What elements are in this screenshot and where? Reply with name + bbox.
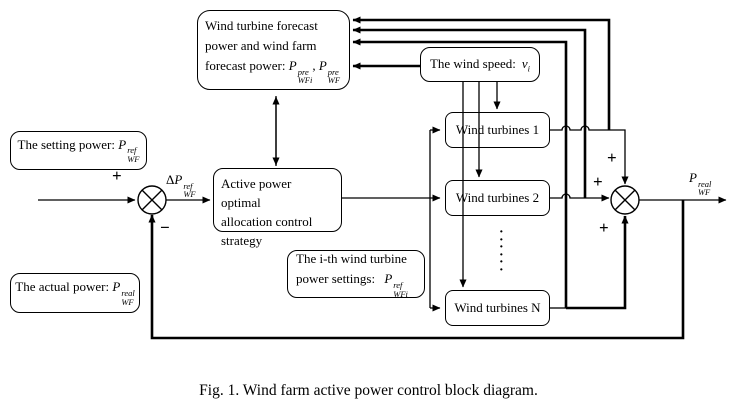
plus-sign-right-mid: + (593, 172, 603, 191)
wind-speed-box: The wind speed:vi (420, 47, 540, 82)
forecast-power-box: Wind turbine forecast power and wind far… (197, 10, 350, 90)
plus-sign-left-junction: + (112, 166, 122, 185)
wind-turbines-1-box: Wind turbines 1 (445, 112, 550, 148)
actual-power-label: The actual power: (15, 279, 110, 295)
wt2-output-line (550, 193, 610, 202)
wind-turbines-n-box: Wind turbines N (445, 290, 550, 326)
plus-sign-right-bottom: + (599, 218, 609, 237)
right-summing-cross-icon (614, 189, 636, 211)
wtn-to-sum-line (566, 215, 629, 310)
right-summing-junction (610, 185, 640, 215)
math-separator: , (312, 58, 316, 73)
active-power-strategy-box: Active power optimal allocation control … (213, 168, 342, 248)
forecast-line-1: Wind turbine forecast (205, 18, 318, 33)
minus-sign-left-junction: − (160, 218, 170, 237)
setting-power-label: The setting power: (17, 136, 115, 152)
left-summing-cross-icon (141, 189, 163, 211)
forecast-line-2: power and wind farm (205, 38, 317, 53)
plus-sign-right-top: + (607, 148, 617, 167)
figure-caption: Fig. 1. Wind farm active power control b… (199, 382, 538, 399)
turbines-ellipsis: · · · · · · (499, 225, 504, 278)
left-summing-junction (137, 185, 167, 215)
wind-turbines-2-box: Wind turbines 2 (445, 180, 550, 216)
wind-speed-label: The wind speed: (429, 55, 516, 71)
